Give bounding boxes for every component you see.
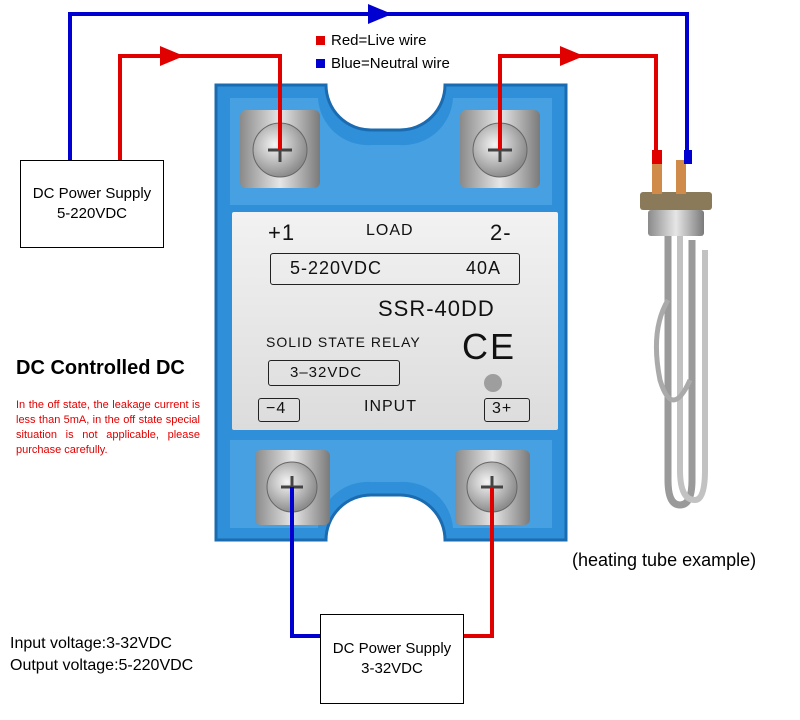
live-arrow-1 bbox=[160, 46, 184, 66]
relay-model: SSR-40DD bbox=[378, 296, 495, 321]
neutral-wire-bottom bbox=[290, 487, 322, 638]
neutral-swatch bbox=[316, 59, 325, 68]
relay-label-panel bbox=[232, 212, 558, 430]
output-voltage-spec: Output voltage:5-220VDC bbox=[10, 657, 194, 674]
bottom-supply-voltage: 3-32VDC bbox=[361, 660, 423, 677]
top-supply-title: DC Power Supply bbox=[32, 185, 152, 202]
neutral-arrow bbox=[368, 4, 392, 24]
load-label: LOAD bbox=[366, 222, 414, 239]
terminal-2-label: 2- bbox=[490, 220, 512, 245]
legend-neutral: Blue=Neutral wire bbox=[316, 55, 450, 72]
rating-frame bbox=[270, 253, 520, 285]
terminal-1-label: +1 bbox=[268, 220, 296, 245]
legend-live: Red=Live wire bbox=[316, 32, 426, 49]
live-swatch bbox=[316, 36, 325, 45]
input-label: INPUT bbox=[364, 398, 417, 415]
live-arrow-2 bbox=[560, 46, 584, 66]
input-range-frame bbox=[268, 360, 400, 386]
relay-type: SOLID STATE RELAY bbox=[266, 334, 421, 350]
legend-live-label: Red=Live wire bbox=[331, 32, 427, 49]
indicator-led bbox=[484, 374, 502, 392]
terminal-3-frame bbox=[484, 398, 530, 422]
diagram-heading: DC Controlled DC bbox=[16, 357, 185, 379]
top-power-supply: DC Power Supply 5-220VDC bbox=[20, 160, 164, 248]
input-voltage-spec: Input voltage:3-32VDC bbox=[10, 635, 172, 652]
load-voltage-rating: 5-220VDC bbox=[290, 258, 383, 278]
specs: Input voltage:3-32VDC Output voltage:5-2… bbox=[10, 633, 193, 677]
live-wire-top-left bbox=[118, 54, 282, 160]
legend-neutral-label: Blue=Neutral wire bbox=[331, 55, 450, 72]
top-supply-voltage: 5-220VDC bbox=[56, 205, 128, 222]
bottom-supply-title: DC Power Supply bbox=[332, 640, 452, 657]
load-current-rating: 40A bbox=[466, 258, 502, 278]
bottom-power-supply: DC Power Supply 3-32VDC bbox=[320, 614, 464, 704]
leakage-warning: In the off state, the leakage current is… bbox=[16, 399, 200, 456]
terminal-screw-4 bbox=[255, 450, 330, 525]
heating-tube-caption: (heating tube example) bbox=[572, 550, 757, 570]
live-wire-bottom bbox=[462, 487, 494, 638]
terminal-4-label: −4 bbox=[266, 400, 287, 417]
terminal-4-frame bbox=[258, 398, 300, 422]
ce-mark: CE bbox=[462, 326, 517, 367]
terminal-3-label: 3+ bbox=[492, 400, 513, 417]
heating-tube bbox=[640, 150, 712, 509]
input-range: 3–32VDC bbox=[290, 364, 363, 381]
